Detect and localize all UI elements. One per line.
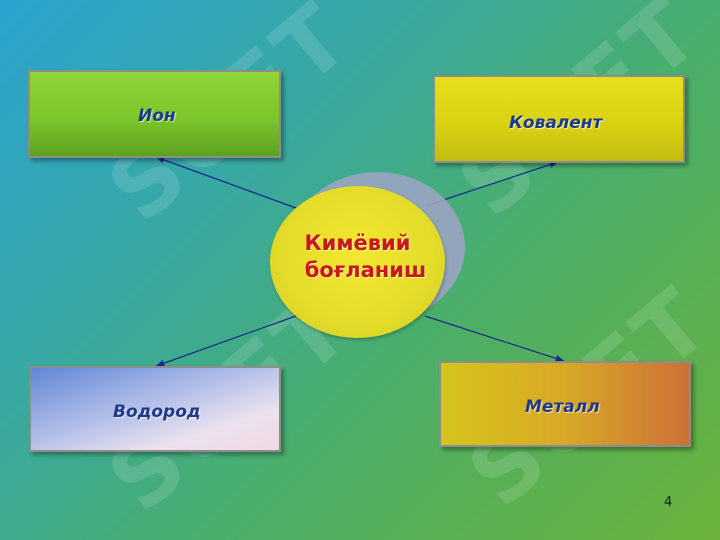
page-number: 4 xyxy=(664,495,673,510)
kovalent-label: Ковалент xyxy=(509,113,603,133)
center-title-line2: боғланиш xyxy=(304,258,427,282)
vodorod-label: Водород xyxy=(113,402,201,422)
center-title-line1: Кимёвий xyxy=(304,231,411,255)
ion-label: Ион xyxy=(138,106,176,126)
kovalent-box: Ковалент xyxy=(433,75,685,163)
arrow-to-metall xyxy=(424,315,565,362)
metall-label: Металл xyxy=(525,397,600,417)
metall-box: Металл xyxy=(439,361,691,447)
arrow-to-vodorod xyxy=(155,315,297,367)
arrow-to-kovalent xyxy=(424,161,559,207)
ion-box: Ион xyxy=(28,70,281,158)
vodorod-box: Водород xyxy=(29,366,281,452)
center-node: Кимёвий боғланиш xyxy=(270,186,445,338)
arrow-to-ion xyxy=(155,156,297,209)
